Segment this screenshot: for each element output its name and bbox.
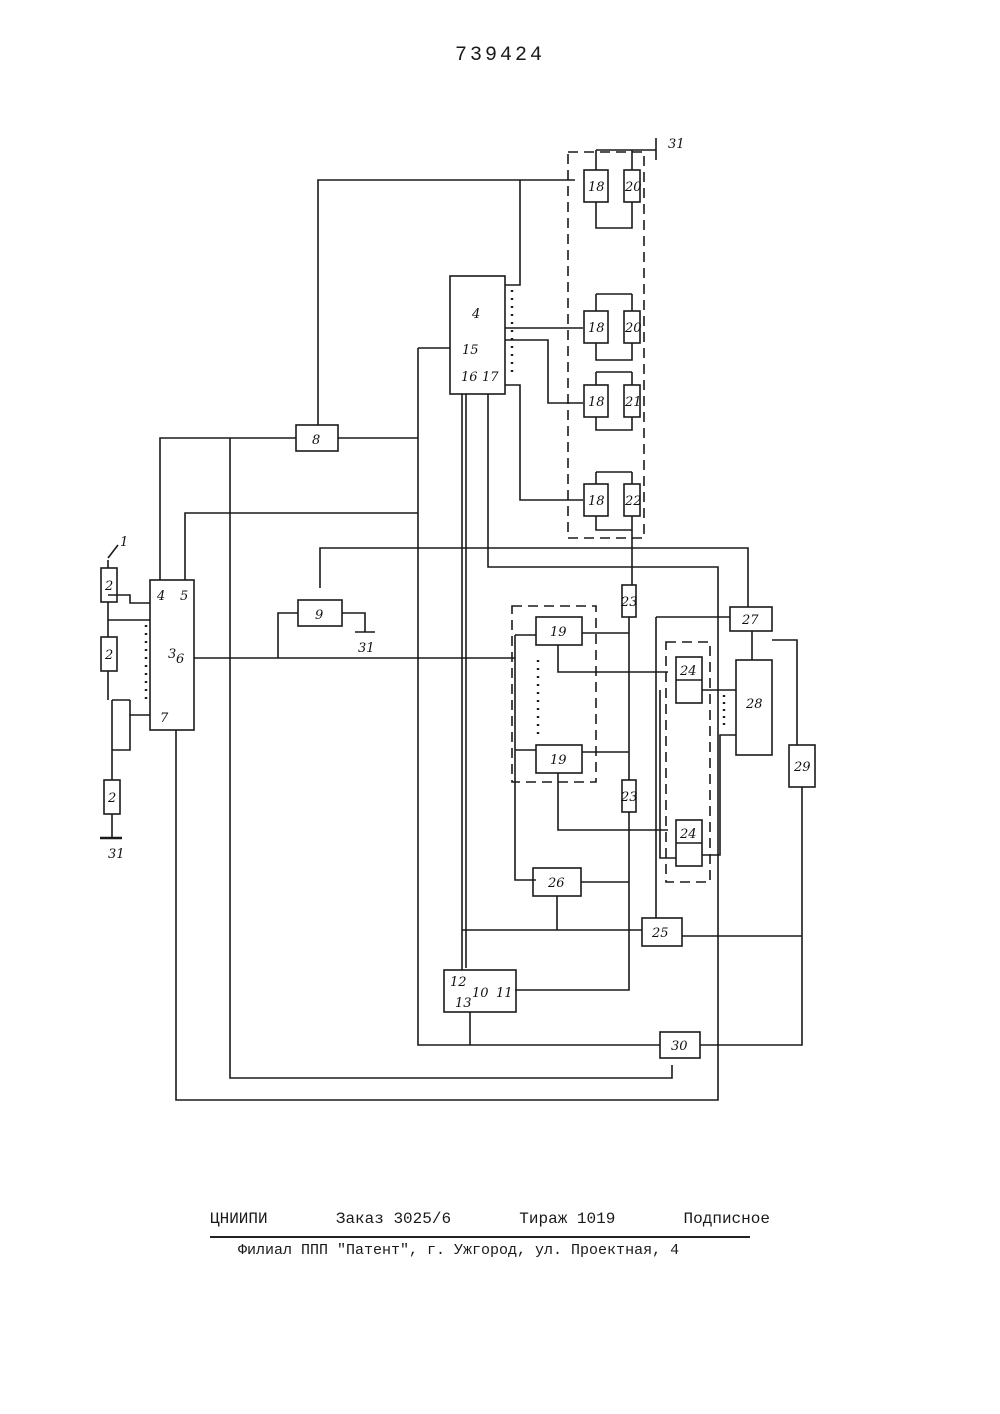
label-block-28: 28 [745, 697, 763, 712]
label-block-29: 29 [793, 760, 811, 775]
label-block-8: 8 [312, 433, 320, 448]
label-block-30: 30 [671, 1039, 688, 1054]
label-block-4: 4 [471, 307, 480, 322]
label-block-24-a: 24 [679, 664, 697, 679]
label-block-18-c: 18 [588, 395, 605, 410]
label-block-22: 22 [624, 494, 642, 509]
footer-divider [210, 1236, 750, 1238]
label-pin-7: 7 [160, 711, 169, 726]
label-pin-17: 17 [482, 370, 499, 385]
label-ground-31-top: 31 [668, 137, 685, 152]
label-block-23-b: 23 [620, 790, 638, 805]
label-pin-13: 13 [455, 996, 472, 1011]
label-block-21: 21 [624, 395, 642, 410]
footer-imprint-line: ЦНИИПИ Заказ 3025/6 Тираж 1019 Подписное [210, 1210, 770, 1228]
label-block-25: 25 [651, 926, 669, 941]
label-pin-15: 15 [462, 343, 479, 358]
label-pin-12: 12 [450, 975, 467, 990]
label-block-9: 9 [315, 608, 323, 623]
label-ground-31-block9: 31 [358, 641, 375, 656]
label-block-18-a: 18 [588, 180, 605, 195]
label-ground-31-left: 31 [108, 847, 125, 862]
label-pin-5: 5 [180, 589, 188, 604]
footer-order: Заказ 3025/6 [336, 1210, 451, 1228]
label-block-20-a: 20 [624, 180, 642, 195]
label-block-27: 27 [741, 613, 759, 628]
footer-address: Филиал ППП "Патент", г. Ужгород, ул. Про… [238, 1242, 679, 1259]
label-block-10: 10 [472, 986, 489, 1001]
label-pin-4: 4 [156, 589, 165, 604]
label-pin-11: 11 [496, 986, 513, 1001]
label-block-19-a: 19 [550, 625, 567, 640]
footer-subscription: Подписное [684, 1210, 770, 1228]
label-block-18-d: 18 [588, 494, 605, 509]
footer-org: ЦНИИПИ [210, 1210, 268, 1228]
label-pin-6: 6 [176, 652, 184, 667]
label-block-20-b: 20 [624, 321, 642, 336]
label-pin-16: 16 [461, 370, 478, 385]
label-resistor-2-bottom: 2 [107, 791, 116, 806]
label-block-26: 26 [547, 876, 565, 891]
label-block-24-b: 24 [679, 827, 697, 842]
circuit-diagram: 3 4 8 9 10 18 18 18 18 19 19 20 20 21 22… [0, 0, 1000, 1200]
label-pin-1: 1 [120, 535, 128, 550]
label-block-19-b: 19 [550, 753, 567, 768]
label-block-23-a: 23 [620, 595, 638, 610]
label-resistor-2-mid: 2 [104, 648, 113, 663]
label-block-18-b: 18 [588, 321, 605, 336]
label-resistor-2-top: 2 [104, 579, 113, 594]
footer-circulation: Тираж 1019 [519, 1210, 615, 1228]
